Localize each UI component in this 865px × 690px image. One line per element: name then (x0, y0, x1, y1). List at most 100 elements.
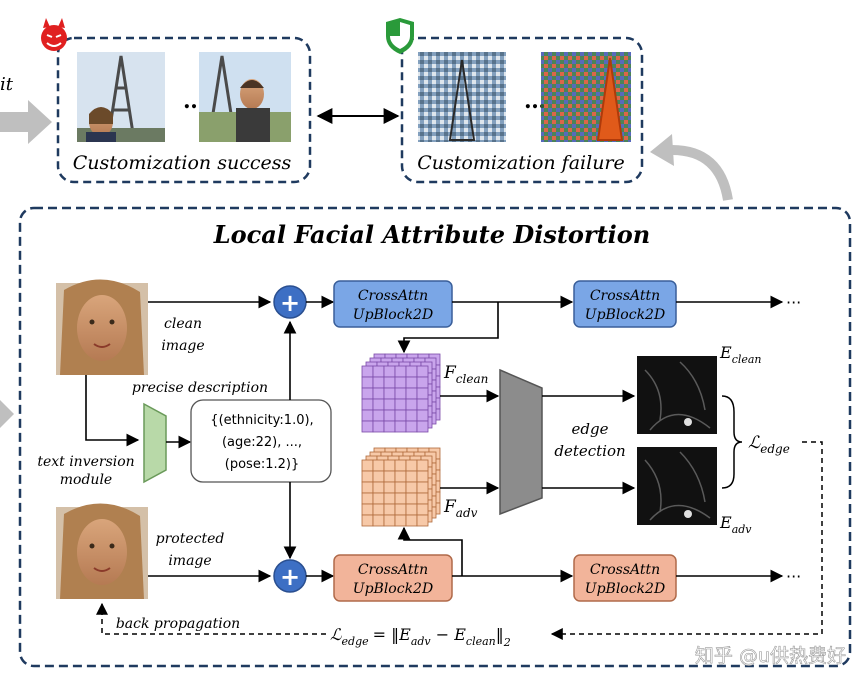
top-feature-tap-arrow (397, 302, 499, 354)
grid-cell (372, 376, 385, 389)
grid-cell (372, 365, 385, 378)
svg-text:CrossAttn: CrossAttn (358, 288, 428, 304)
grid-cell (394, 514, 407, 527)
input-gray-arrow (0, 100, 52, 144)
grid-cell (405, 398, 418, 411)
left-partial-label: it (0, 74, 14, 95)
grid-cell (416, 470, 429, 483)
grid-cell (383, 376, 396, 389)
watermark: 知乎 @u供热费好 (695, 645, 846, 667)
grid-cell (383, 459, 396, 472)
edge-detection-label-1: edge (572, 420, 609, 438)
success-image-2 (199, 52, 291, 142)
svg-text:UpBlock2D: UpBlock2D (353, 581, 433, 597)
grid-cell (361, 481, 374, 494)
grid-cell (361, 514, 374, 527)
grid-cell (361, 503, 374, 516)
e-clean-edge-map (637, 356, 717, 434)
attributes-box (190, 399, 332, 483)
grid-cell (394, 503, 407, 516)
svg-text:+: + (280, 289, 300, 317)
f-clean-label: Fclean (443, 363, 488, 386)
clean-image-label-1: clean (164, 316, 202, 332)
protected-image-label-2: image (168, 553, 211, 569)
grid-cell (405, 470, 418, 483)
loss-brace (721, 395, 743, 489)
grid-cell (416, 503, 429, 516)
grid-cell (405, 376, 418, 389)
grid-cell (383, 365, 396, 378)
text-inversion-label-2: module (60, 472, 112, 488)
e-clean-label: Eclean (719, 343, 762, 366)
failure-caption: Customization failure (417, 152, 625, 174)
grid-cell (383, 481, 396, 494)
bottom-plus-circle: + (273, 559, 307, 593)
grid-cell (405, 459, 418, 472)
grid-cell (416, 376, 429, 389)
grid-cell (416, 514, 429, 527)
success-caption: Customization success (73, 152, 292, 174)
grid-cell (361, 387, 374, 400)
bottom-ellipsis: ··· (786, 567, 801, 586)
grid-cell (405, 514, 418, 527)
svg-text:+: + (280, 563, 300, 591)
grid-cell (394, 365, 407, 378)
top-crossattn-block-1: CrossAttn UpBlock2D (333, 280, 453, 328)
left-gray-arrow-partial (0, 400, 14, 428)
grid-cell (372, 459, 385, 472)
grid-cell (416, 387, 429, 400)
grid-cell (394, 420, 407, 433)
clean-face-image (56, 279, 148, 375)
grid-cell (383, 398, 396, 411)
grid-cell (372, 470, 385, 483)
loss-formula: ℒedge= ‖Eadv − Eclean‖2 (330, 625, 511, 649)
grid-cell (416, 459, 429, 472)
grid-cell (405, 481, 418, 494)
loss-to-formula-dashed-arrow (550, 441, 823, 640)
clean-to-inversion-arrow (85, 375, 140, 447)
success-box (56, 36, 312, 184)
svg-text:UpBlock2D: UpBlock2D (353, 307, 433, 323)
grid-cell (383, 409, 396, 422)
grid-cell (394, 481, 407, 494)
svg-text:CrossAttn: CrossAttn (358, 562, 428, 578)
e-adv-edge-map (637, 447, 717, 525)
failure-box (400, 36, 644, 184)
grid-cell (361, 398, 374, 411)
top-ellipsis: ··· (786, 293, 801, 312)
grid-cell (416, 420, 429, 433)
back-propagation-label: back propagation (116, 616, 240, 632)
success-image-1 (77, 52, 165, 142)
devil-icon (41, 18, 67, 51)
bottom-crossattn-block-1: CrossAttn UpBlock2D (333, 554, 453, 602)
feedback-gray-arrowhead (650, 134, 674, 166)
shield-icon (386, 18, 414, 54)
edge-detection-label-2: detection (554, 442, 625, 460)
edge-detection-module (499, 368, 543, 516)
grid-cell (405, 420, 418, 433)
grid-cell (361, 409, 374, 422)
grid-cell (394, 470, 407, 483)
clean-image-label-2: image (161, 338, 204, 354)
grid-cell (394, 376, 407, 389)
grid-cell (372, 492, 385, 505)
bottom-feature-tap-arrow (397, 526, 463, 576)
grid-cell (416, 398, 429, 411)
grid-cell (405, 492, 418, 505)
failure-image-1-tower (448, 59, 476, 141)
loss-edge-label: ℒedge (748, 433, 790, 456)
bottom-crossattn-block-2: CrossAttn UpBlock2D (573, 554, 677, 602)
e-adv-label: Eadv (719, 513, 752, 536)
grid-cell (361, 420, 374, 433)
grid-cell (405, 409, 418, 422)
grid-cell (394, 387, 407, 400)
grid-cell (394, 459, 407, 472)
top-crossattn-block-2: CrossAttn UpBlock2D (573, 280, 677, 328)
attributes-line-1: {(ethnicity:1.0), (210, 413, 313, 428)
grid-cell (372, 409, 385, 422)
protected-image-label-1: protected (156, 531, 225, 547)
grid-cell (383, 420, 396, 433)
svg-text:UpBlock2D: UpBlock2D (585, 307, 665, 323)
failure-ellipsis: … (524, 88, 546, 114)
